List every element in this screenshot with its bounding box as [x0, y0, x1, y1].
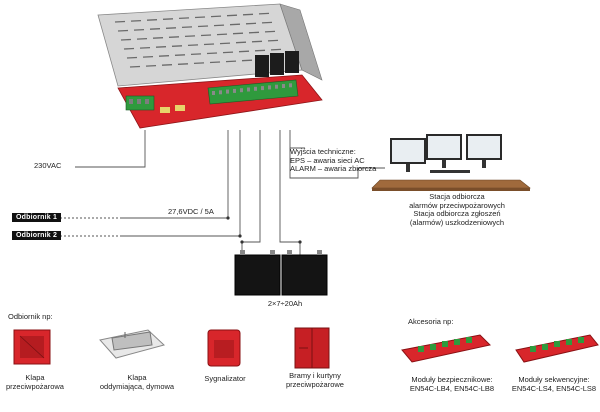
- example-label-fire-door: Bramy i kurtyny przeciwpożarowe: [286, 371, 344, 389]
- station-line-2: alarmów przeciwpożarowych: [409, 200, 505, 210]
- accessories-heading: Akcesoria np:: [408, 317, 454, 326]
- fuse-module-device: [401, 334, 492, 363]
- station-caption: Stacja odbiorcza alarmów przeciwpożarowy…: [402, 192, 512, 228]
- station-line-4: (alarmów) uszkodzeniowych: [409, 217, 505, 227]
- output-voltage-label: 27,6VDC / 5A: [168, 207, 214, 216]
- battery-pack: [234, 250, 328, 296]
- technical-outputs-block: Wyjścia techniczne: EPS – awaria sieci A…: [290, 147, 377, 174]
- receiver-1-tag: Odbiornik 1: [12, 213, 62, 222]
- wiring: [60, 130, 385, 255]
- fire-damper-device: [13, 329, 51, 365]
- sounder-device: [207, 329, 241, 367]
- power-supply-unit: [97, 3, 323, 129]
- smoke-vent-device: [99, 329, 165, 359]
- battery-label: 2×7÷20Ah: [267, 299, 303, 308]
- accessory-label-fuse-module: Moduły bezpiecznikowe: EN54C-LB4, EN54C-…: [409, 375, 495, 393]
- station-line-3: Stacja odbiorcza zgłoszeń: [413, 209, 501, 219]
- input-voltage-label: 230VAC: [34, 161, 62, 170]
- technical-output-eps: EPS – awaria sieci AC: [290, 155, 365, 165]
- monitoring-station: [371, 134, 531, 191]
- technical-output-alarm: ALARM – awaria zbiorcza: [290, 164, 377, 174]
- station-line-1: Stacja odbiorcza: [429, 192, 485, 201]
- example-label-smoke-vent: Klapa oddymiająca, dymowa: [99, 373, 175, 391]
- example-label-fire-damper: Klapa przeciwpożarowa: [6, 373, 64, 391]
- fire-door-device: [294, 327, 330, 369]
- terminal-block-input: [125, 95, 155, 111]
- accessory-label-sequence-module: Moduły sekwencyjne: EN54C-LS4, EN54C-LS8: [511, 375, 597, 393]
- technical-outputs-title: Wyjścia techniczne:: [290, 147, 356, 156]
- receiver-examples-heading: Odbiornik np:: [8, 312, 53, 321]
- sequence-module-device: [515, 334, 599, 363]
- receiver-2-tag: Odbiornik 2: [12, 231, 62, 240]
- example-label-sounder: Sygnalizator: [204, 374, 246, 383]
- terminal-block-output: [207, 79, 299, 105]
